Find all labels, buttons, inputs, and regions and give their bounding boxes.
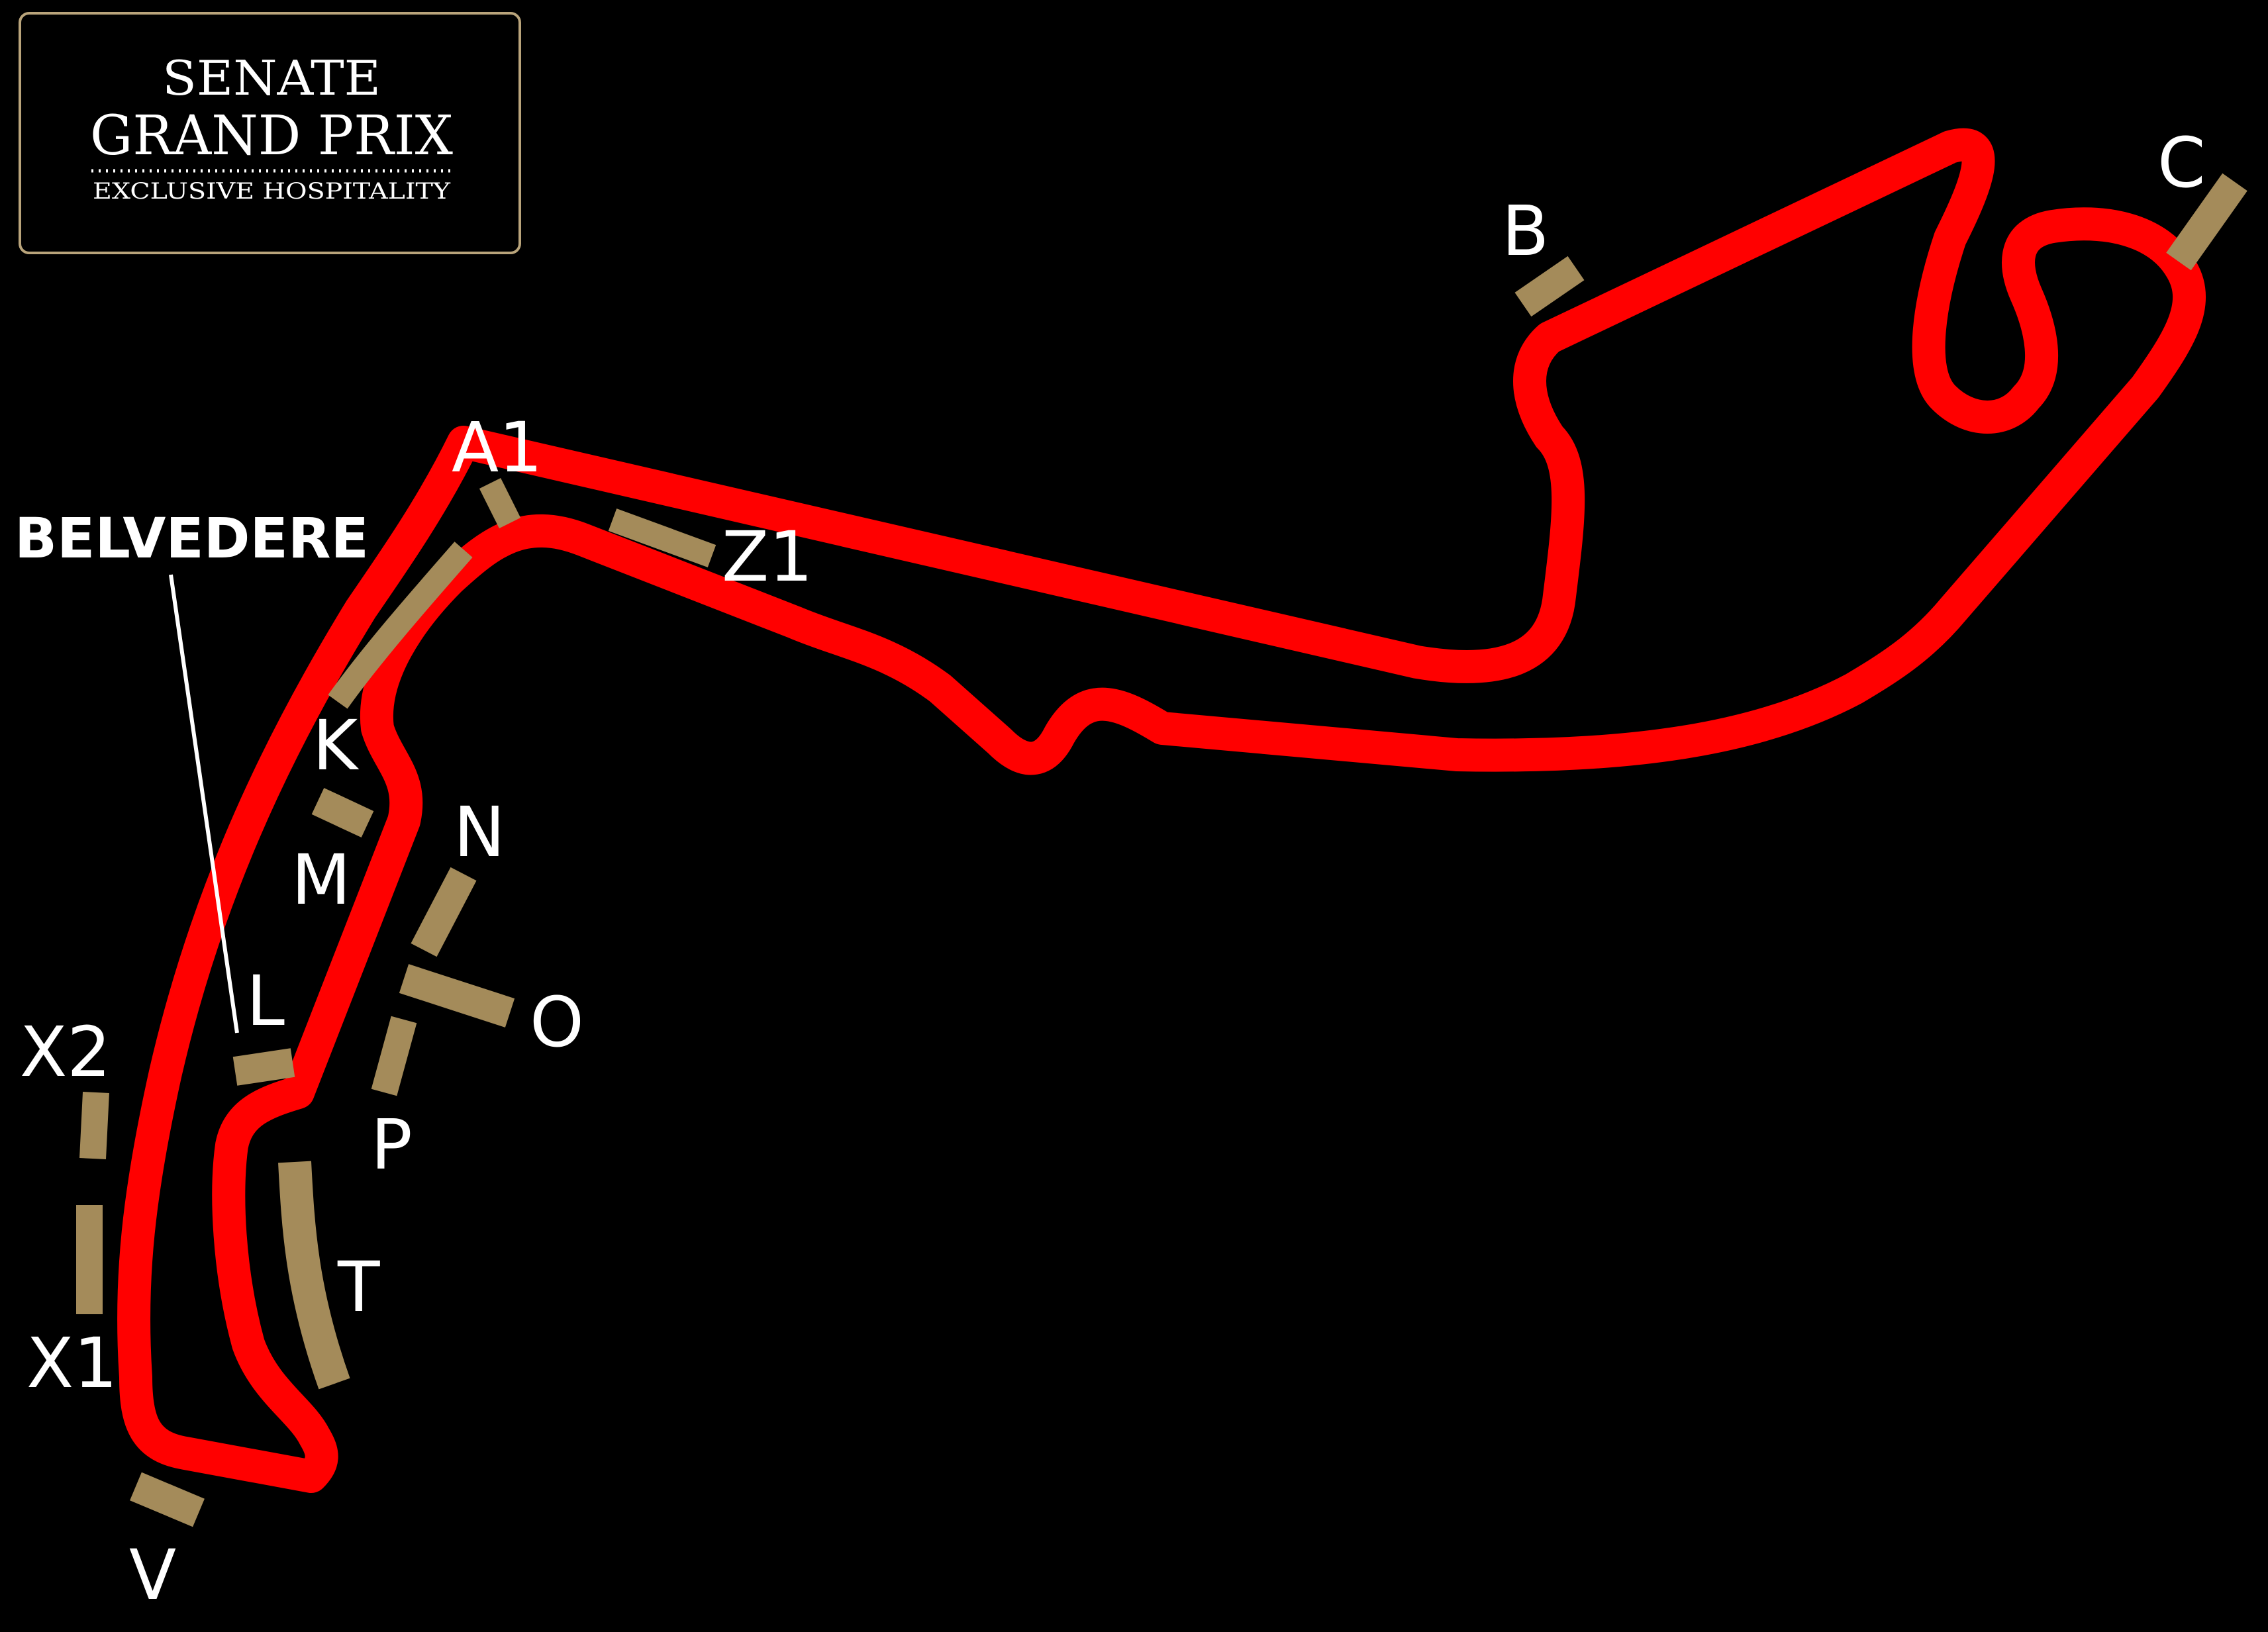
- grandstands: [76, 173, 2247, 1527]
- grandstand-p: [371, 1016, 417, 1096]
- grandstand-x2: [79, 1092, 109, 1159]
- grandstand-o: [399, 964, 515, 1028]
- grandstand-l: [232, 1048, 295, 1086]
- logo-line-1: SENATE: [162, 50, 381, 106]
- grandstand-c: [2166, 173, 2247, 271]
- label-a1: A1: [452, 407, 542, 488]
- logo-line-3: EXCLUSIVE HOSPITALITY: [93, 178, 451, 205]
- grandstand-b: [1514, 256, 1585, 317]
- grandstand-v: [130, 1472, 205, 1527]
- label-p: P: [371, 1104, 413, 1185]
- grandstand-labels: A1 Z1 B C K M N O L P T X2 X1 V: [20, 122, 2206, 1615]
- logo-frame: [19, 12, 521, 254]
- circuit-track: [117, 128, 2206, 1493]
- label-b: B: [1502, 191, 1549, 271]
- label-c: C: [2157, 122, 2206, 203]
- grandstand-z1: [608, 508, 716, 567]
- label-o: O: [530, 982, 584, 1063]
- grandstand-m: [311, 788, 374, 838]
- belvedere-callout: BELVEDERE: [15, 506, 369, 1033]
- label-z1: Z1: [722, 516, 813, 597]
- label-m: M: [291, 840, 351, 920]
- label-k: K: [313, 705, 360, 786]
- label-l: L: [246, 961, 285, 1041]
- logo-line-2: GRAND PRIX: [90, 105, 453, 168]
- grandstand-n: [411, 867, 477, 957]
- belvedere-pointer-line: [169, 574, 239, 1033]
- label-n: N: [454, 792, 505, 873]
- grandstand-k: [328, 542, 473, 709]
- belvedere-label: BELVEDERE: [15, 506, 369, 571]
- grandstand-a1: [479, 477, 521, 529]
- label-x2: X2: [20, 1012, 111, 1092]
- grandstand-t: [278, 1161, 350, 1390]
- label-v: V: [129, 1535, 176, 1615]
- label-x1: X1: [26, 1323, 117, 1404]
- label-t: T: [337, 1247, 380, 1327]
- senate-grand-prix-logo: SENATE GRAND PRIX EXCLUSIVE HOSPITALITY: [19, 12, 521, 254]
